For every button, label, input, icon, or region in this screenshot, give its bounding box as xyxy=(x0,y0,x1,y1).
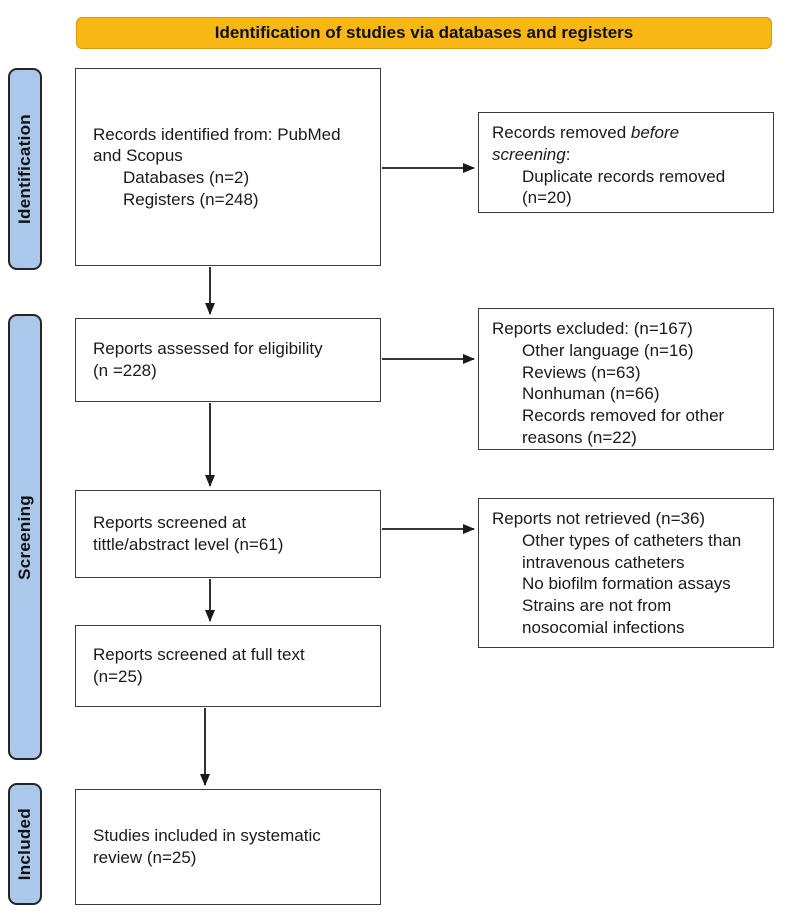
stage-bar-identification: Identification xyxy=(8,68,42,270)
records-removed-title-italic: before screening xyxy=(492,123,680,164)
records-removed-title-prefix: Records removed xyxy=(492,123,631,142)
reports-not-retrieved-strains: Strains are not from nosocomial infectio… xyxy=(522,596,685,637)
records-removed-title: Records removed before screening: xyxy=(492,122,767,166)
records-identified-databases: Databases (n=2) xyxy=(123,168,250,187)
box-reports-screened-title-abstract: Reports screened at tittle/abstract leve… xyxy=(75,490,381,578)
studies-included-text: Studies included in systematic review (n… xyxy=(93,826,321,867)
reports-assessed-text: Reports assessed for eligibility (n =228… xyxy=(93,339,323,380)
box-records-identified: Records identified from: PubMed and Scop… xyxy=(75,68,381,266)
box-reports-screened-full-text: Reports screened at full text (n=25) xyxy=(75,625,381,707)
stage-label-screening: Screening xyxy=(15,494,34,580)
records-identified-registers: Registers (n=248) xyxy=(123,189,259,209)
reports-screened-full-text-text: Reports screened at full text (n=25) xyxy=(93,645,305,686)
reports-excluded-reviews: Reviews (n=63) xyxy=(522,362,641,382)
stage-label-included: Included xyxy=(15,807,34,881)
box-records-removed: Records removed before screening: Duplic… xyxy=(478,112,774,213)
stage-bar-included: Included xyxy=(8,783,42,905)
reports-excluded-title: Reports excluded: (n=167) xyxy=(492,319,693,338)
box-reports-not-retrieved: Reports not retrieved (n=36) Other types… xyxy=(478,498,774,648)
reports-not-retrieved-catheters: Other types of catheters than intravenou… xyxy=(522,530,742,572)
diagram-title-banner: Identification of studies via databases … xyxy=(76,17,772,49)
reports-excluded-other-language: Other language (n=16) xyxy=(522,340,694,360)
diagram-title: Identification of studies via databases … xyxy=(214,23,634,42)
reports-screened-title-abstract-text: Reports screened at tittle/abstract leve… xyxy=(93,513,284,554)
records-removed-duplicates: Duplicate records removed (n=20) xyxy=(522,166,726,208)
records-identified-text: Records identified from: PubMed and Scop… xyxy=(93,124,341,166)
reports-not-retrieved-biofilm: No biofilm formation assays xyxy=(522,574,731,594)
reports-excluded-nonhuman: Nonhuman (n=66) xyxy=(522,384,660,404)
reports-excluded-other-reasons: Records removed for other reasons (n=22) xyxy=(522,406,725,447)
box-reports-assessed: Reports assessed for eligibility (n =228… xyxy=(75,318,381,402)
box-reports-excluded: Reports excluded: (n=167) Other language… xyxy=(478,308,774,450)
box-studies-included: Studies included in systematic review (n… xyxy=(75,789,381,905)
records-removed-title-suffix: : xyxy=(565,144,571,164)
stage-bar-screening: Screening xyxy=(8,314,42,760)
reports-not-retrieved-title: Reports not retrieved (n=36) xyxy=(492,509,706,528)
stage-label-identification: Identification xyxy=(15,114,34,224)
